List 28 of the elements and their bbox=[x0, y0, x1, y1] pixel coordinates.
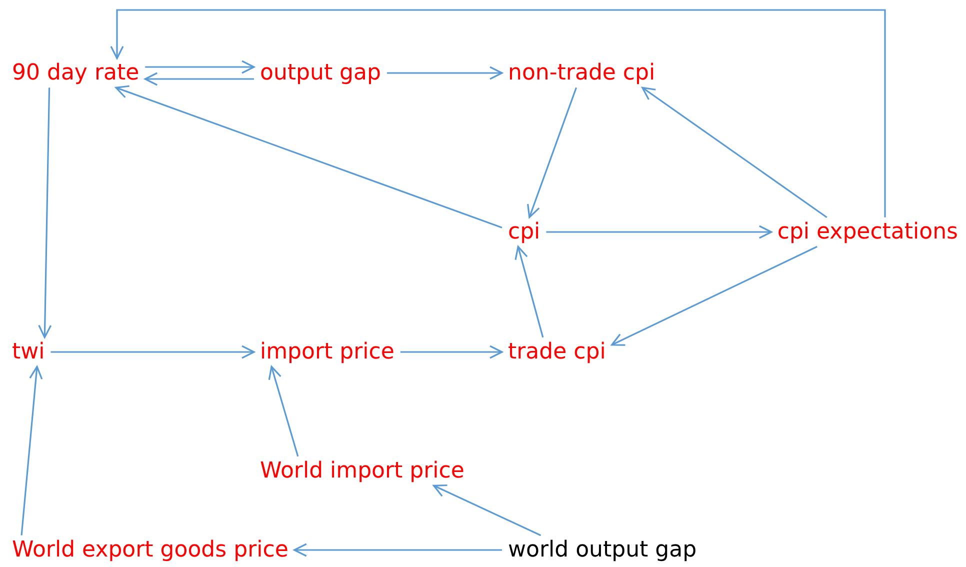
arrow bbox=[386, 66, 503, 80]
node-label: trade cpi bbox=[502, 337, 612, 367]
arrow bbox=[294, 543, 502, 557]
node-label: cpi expectations bbox=[771, 217, 964, 247]
arrow bbox=[110, 9, 886, 218]
node-label: output gap bbox=[254, 58, 387, 88]
node-label: twi bbox=[6, 337, 51, 367]
arrow bbox=[642, 86, 828, 218]
arrow bbox=[400, 345, 503, 359]
arrow bbox=[50, 345, 255, 359]
arrow bbox=[144, 72, 254, 86]
arrow bbox=[145, 60, 255, 74]
arrow bbox=[20, 366, 43, 536]
arrow bbox=[514, 246, 544, 338]
node-label: import price bbox=[254, 337, 400, 367]
arrow bbox=[611, 246, 818, 346]
node-label: cpi bbox=[502, 217, 546, 247]
node-label: non-trade cpi bbox=[502, 58, 662, 88]
node-label: World import price bbox=[254, 456, 470, 486]
node-label: 90 day rate bbox=[6, 58, 146, 88]
arrow bbox=[527, 87, 578, 218]
arrow bbox=[268, 366, 299, 457]
node-label: world output gap bbox=[502, 535, 703, 565]
node-label: World export goods price bbox=[6, 535, 294, 565]
arrow bbox=[115, 85, 502, 228]
arrow bbox=[432, 484, 542, 536]
arrow bbox=[546, 225, 772, 239]
arrow bbox=[38, 88, 52, 338]
